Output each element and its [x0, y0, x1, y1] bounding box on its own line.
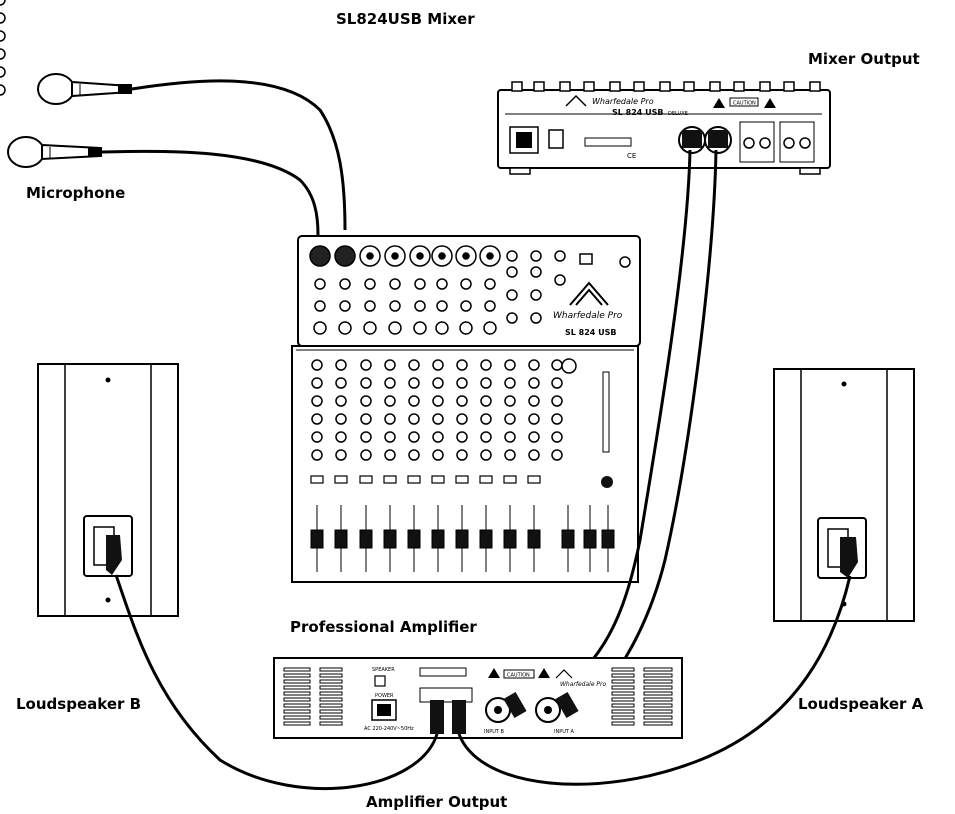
mixer-fader-caps: [310, 529, 615, 549]
mixer-xlr-inputs: [309, 245, 501, 267]
amp-speaker-text: SPEAKER: [372, 667, 395, 673]
loudspeaker-b-label: Loudspeaker B: [16, 695, 142, 713]
rear-caution-text: CAUTION: [733, 101, 756, 107]
amplifier-output-label: Amplifier Output: [366, 793, 508, 811]
sl824usb-mixer: Wharfedale Pro SL 824 USB: [0, 0, 641, 583]
professional-amplifier-label: Professional Amplifier: [290, 618, 477, 636]
rear-badge-text: DELUXE: [668, 111, 688, 117]
mixer-output-label: Mixer Output: [808, 50, 920, 68]
amp-input-a-text: INPUT A: [554, 729, 575, 735]
mixer-jack-rows: [313, 250, 631, 335]
loudspeaker-a-label: Loudspeaker A: [798, 695, 924, 713]
amp-brand-text: Wharfedale Pro: [560, 681, 607, 688]
microphone-label: Microphone: [26, 184, 126, 202]
rear-ce-mark: CE: [627, 152, 636, 160]
amp-power-text: POWER: [375, 693, 394, 699]
mixer-channel-knobs: [0, 0, 6, 96]
rear-model-text: SL 824 USB: [612, 108, 663, 117]
professional-amplifier: SPEAKER POWER AC 220-240V~50Hz CAUTION W…: [273, 657, 683, 739]
microphone-cables: [101, 79, 347, 236]
amp-input-b-text: INPUT B: [484, 729, 505, 735]
mixer-model-text: SL 824 USB: [565, 328, 616, 337]
microphone-2: [7, 136, 102, 168]
mixer-mute-buttons: [310, 475, 541, 484]
mixer-title-label: SL824USB Mixer: [336, 10, 475, 28]
loudspeaker-a: [773, 368, 915, 622]
loudspeaker-b: [37, 363, 179, 617]
mixer-logo: [569, 281, 609, 306]
mixer-brand-text: Wharfedale Pro: [553, 311, 623, 321]
mixer-rear-panel: Wharfedale Pro SL 824 USB DELUXE CAUTION…: [497, 81, 831, 175]
microphone-1: [37, 73, 132, 105]
amp-to-speaker-cables: [114, 574, 852, 791]
rear-brand-text: Wharfedale Pro: [592, 97, 654, 106]
amp-caution-text: CAUTION: [507, 673, 530, 679]
amp-mains-text: AC 220-240V~50Hz: [364, 726, 414, 732]
